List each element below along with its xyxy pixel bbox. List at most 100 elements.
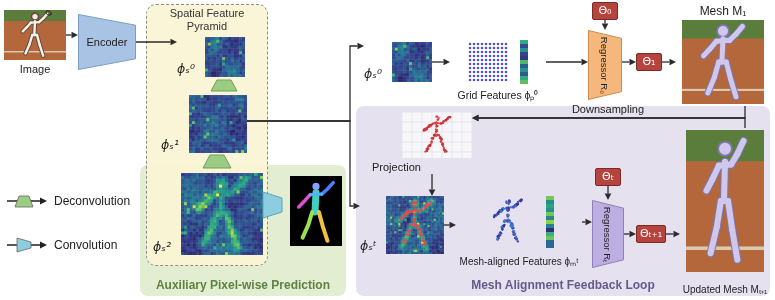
- arrowhead: [674, 231, 681, 238]
- connector-arrow: [472, 115, 745, 128]
- feature-map: ϕₛᵗ: [360, 196, 444, 254]
- connector-arrow: [247, 43, 364, 121]
- connector-line: [582, 221, 586, 222]
- parameter-label: Θ₀: [598, 5, 611, 17]
- step-label: Projection: [372, 160, 421, 174]
- mesh-render: [682, 20, 764, 104]
- connector-line: [432, 61, 444, 62]
- pixel-prediction-image: [290, 176, 342, 246]
- legend-arrowhead: [40, 242, 47, 249]
- regressor-block: Regressor R₀: [588, 30, 622, 100]
- connector-line: [607, 186, 608, 194]
- arrowhead: [354, 203, 361, 210]
- connector-arrow: [622, 59, 636, 66]
- edge-label: Downsampling: [572, 103, 644, 115]
- arrowhead: [582, 59, 589, 66]
- prediction-shoulders: [310, 193, 322, 197]
- regressor-shape: [593, 201, 624, 268]
- region-title: Spatial Feature Pyramid: [151, 7, 263, 33]
- arrowhead: [444, 59, 451, 66]
- feature-map-image: [181, 173, 263, 255]
- band-title: Mesh Alignment Feedback Loop: [471, 278, 655, 293]
- deconvolution-block: [211, 80, 237, 91]
- feedback-loop-band: Mesh Alignment Feedback Loop Projection ϕₛ…: [356, 106, 770, 296]
- feature-pyramid: Spatial Feature Pyramid ϕₛ⁰ ϕₛ¹ ϕₛ²: [146, 4, 268, 266]
- encoder-shape: [79, 15, 136, 70]
- connector-arrow: [66, 32, 78, 39]
- parameter-label: Θ₁: [642, 56, 655, 68]
- feature-vector-bar: [546, 196, 554, 248]
- arrowhead: [450, 222, 457, 229]
- connector-arrow: [602, 20, 609, 30]
- mesh-point-scatter: [480, 196, 536, 246]
- feature-vector-bar: [520, 40, 528, 84]
- feature-caption: Grid Features ϕₚ⁰: [458, 89, 539, 102]
- feature-map: ϕₛ⁰: [177, 37, 245, 77]
- connector-arrow: [666, 231, 680, 238]
- block-label: Encoder: [87, 36, 128, 49]
- photo-illustration: [4, 10, 66, 60]
- parameter-box: Θₜ₊₁: [636, 225, 666, 243]
- connector-line: [479, 118, 746, 128]
- legend-sample: [6, 192, 48, 210]
- edge-label-holder: Downsampling: [572, 103, 644, 115]
- legend-item: Convolution: [6, 236, 117, 254]
- legend-text: Deconvolution: [54, 194, 130, 209]
- connector-line: [546, 61, 582, 62]
- feature-map: ϕₛ²: [153, 173, 263, 255]
- legend-item: Deconvolution: [6, 192, 130, 210]
- connector-line: [624, 233, 630, 234]
- prediction-head: [312, 183, 319, 190]
- connector-line: [444, 224, 450, 225]
- mesh-render: [686, 130, 764, 272]
- parameter-box: Θ₀: [592, 2, 618, 20]
- connector-line: [136, 41, 171, 42]
- legend-swatch: [15, 196, 33, 207]
- connector-line: [247, 121, 354, 206]
- input-image: Image: [4, 10, 66, 76]
- arrowhead: [586, 219, 593, 226]
- regressor-shape: [589, 31, 622, 100]
- feature-map-image: [386, 196, 444, 254]
- connector-arrow: [432, 59, 450, 66]
- connector-line: [662, 61, 670, 62]
- connector-arrow: [624, 231, 636, 238]
- connector-line: [622, 61, 630, 62]
- prediction-background: [290, 176, 342, 246]
- feature-label: ϕₛᵗ: [360, 238, 377, 254]
- arrowhead: [429, 190, 436, 197]
- connector-line: [604, 20, 605, 24]
- deconvolution-block: [203, 155, 231, 168]
- legend-swatch: [17, 238, 31, 252]
- feature-map: ϕₛ¹: [161, 95, 247, 153]
- encoder-block: Encoder: [78, 14, 136, 70]
- point-cloud: Projection: [372, 112, 472, 174]
- mesh-caption: Mesh M₁: [700, 4, 747, 19]
- feature-map-image: [205, 37, 245, 77]
- parameter-box: Θ₁: [636, 53, 662, 71]
- mesh-image: Mesh M₁: [676, 4, 770, 106]
- feature-label: ϕₛ¹: [161, 137, 179, 153]
- arrowhead: [602, 24, 609, 31]
- prediction-limb: [319, 212, 328, 241]
- grid-features: Grid Features ϕₚ⁰: [450, 40, 546, 102]
- connector-line: [247, 46, 358, 121]
- connector-arrow: [662, 59, 676, 66]
- mesh-aligned-features: Mesh-aligned Features ϕₘᵗ: [456, 196, 582, 268]
- arrowhead: [72, 32, 79, 39]
- connector-arrow: [429, 174, 436, 196]
- connector-line: [666, 233, 674, 234]
- arrowhead: [630, 231, 637, 238]
- connector-arrow: [582, 219, 592, 226]
- feature-label: ϕₛ²: [153, 239, 171, 255]
- connector-arrow: [136, 39, 177, 46]
- band-title: Auxiliary Pixel-wise Prediction: [156, 278, 330, 293]
- connector-line: [431, 174, 432, 190]
- feature-label: ϕₛ⁰: [364, 66, 382, 82]
- feature-map-image: [392, 42, 432, 82]
- regressor-block: Regressor Rₜ: [592, 200, 624, 268]
- feature-label: ϕₛ⁰: [177, 61, 195, 77]
- point-cloud-plot: [402, 112, 472, 158]
- grid-points: [468, 42, 508, 82]
